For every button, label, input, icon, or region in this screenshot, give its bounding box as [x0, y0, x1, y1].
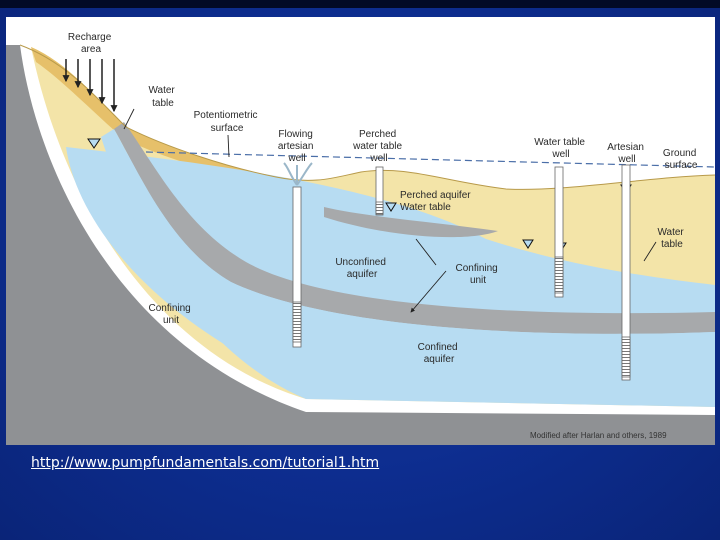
label-confining-left-1: Confining: [148, 303, 190, 314]
label-water-table-right-1: Water: [657, 227, 684, 238]
label-artesian-2: well: [617, 154, 635, 165]
svg-text:Flowing artesian w: Flowing artesian well: [278, 129, 316, 164]
svg-text:Potentiometric surface: Potentiometric surface: [194, 110, 261, 134]
label-ground-1: Ground: [663, 148, 696, 159]
label-perched-aquifer: Perched aquifer: [400, 190, 471, 201]
svg-text:Recharge area: Recharge area: [68, 32, 114, 55]
label-confining-mid-1: Confining: [455, 263, 497, 274]
label-perched-well-3: well: [369, 153, 387, 164]
label-water-table-2: table: [152, 98, 174, 109]
label-recharge-1: Recharge: [68, 32, 112, 43]
label-recharge-2: area: [81, 44, 101, 55]
label-water-table-1: Water: [148, 85, 175, 96]
perched-water-table-well: [376, 167, 383, 215]
label-water-table-right-2: table: [661, 239, 683, 250]
source-link[interactable]: http://www.pumpfundamentals.com/tutorial…: [31, 452, 391, 474]
label-wt-well-2: well: [551, 149, 569, 160]
label-wt-well-1: Water table: [534, 137, 585, 148]
svg-text:Artesian well: Artesian well: [607, 142, 646, 165]
svg-text:Confined aquifer: Confined aquifer: [418, 342, 461, 365]
groundwater-diagram: Recharge area Water table Potentiometric…: [6, 17, 715, 445]
label-confined-2: aquifer: [424, 354, 455, 365]
svg-text:Ground surface: Ground surface: [663, 148, 699, 171]
top-bar: [0, 0, 720, 8]
label-artesian-1: Artesian: [607, 142, 644, 153]
label-flowing-1: Flowing: [278, 129, 312, 140]
label-confining-mid-2: unit: [470, 275, 486, 286]
label-potentiometric-1: Potentiometric: [194, 110, 258, 121]
label-ground-2: surface: [665, 160, 698, 171]
label-confining-left-2: unit: [163, 315, 179, 326]
svg-text:Water table: Water table: [657, 227, 686, 250]
label-flowing-2: artesian: [278, 141, 314, 152]
label-potentiometric-2: surface: [211, 123, 244, 134]
label-confined-1: Confined: [418, 342, 458, 353]
label-perched-water-table: Water table: [400, 202, 451, 213]
label-flowing-3: well: [287, 153, 305, 164]
water-table-well: [555, 167, 563, 297]
label-perched-well-1: Perched: [359, 129, 396, 140]
svg-text:Water table: Water table: [148, 85, 177, 109]
credit-text: Modified after Harlan and others, 1989: [530, 431, 667, 440]
svg-text:Water table well: Water table well: [534, 137, 588, 160]
label-perched-well-2: water table: [352, 141, 402, 152]
label-unconfined-1: Unconfined: [335, 257, 386, 268]
artesian-well: [622, 165, 630, 380]
svg-text:Perched water table: Perched water table well: [352, 129, 405, 164]
label-unconfined-2: aquifer: [347, 269, 378, 280]
